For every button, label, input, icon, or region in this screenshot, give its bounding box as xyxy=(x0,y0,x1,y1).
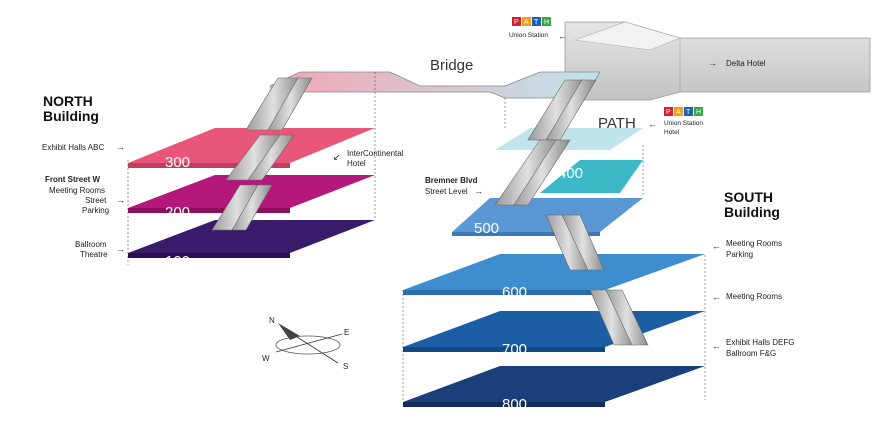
bremner-label: Bremner Blvd xyxy=(425,176,478,185)
arrow-icon: → xyxy=(116,195,125,205)
ballroom-label: Ballroom xyxy=(75,240,107,249)
level-100-number: 100 xyxy=(165,253,190,270)
level-800-floor xyxy=(403,366,705,407)
south-parking-label: Parking xyxy=(726,250,753,259)
front-street-label: Front Street W xyxy=(45,175,101,184)
bridge-label: Bridge xyxy=(430,57,473,74)
path-logo-letter: H xyxy=(696,109,701,116)
delta-tunnel xyxy=(564,21,871,101)
intercontinental-label: InterContinental xyxy=(347,149,404,158)
south-title: SOUTH xyxy=(724,189,773,205)
level-400-floor xyxy=(540,160,643,193)
delta-hotel-label: Delta Hotel xyxy=(726,59,766,68)
path-logo-letter: P xyxy=(514,19,519,26)
arrow-icon: → xyxy=(116,244,125,254)
arrow-icon: ← xyxy=(712,241,721,251)
path-logo-letter: T xyxy=(686,109,691,116)
arrow-icon: → xyxy=(116,142,125,152)
level-300-number: 300 xyxy=(165,154,190,171)
path-logo-letter: H xyxy=(544,19,549,26)
arrow-icon: ← xyxy=(558,31,567,41)
south-meeting-rooms-label: Meeting Rooms xyxy=(726,292,782,301)
north-subtitle: Building xyxy=(43,108,99,124)
bridge xyxy=(269,71,601,102)
path-logo-letter: P xyxy=(666,109,671,116)
path-logo-letter: A xyxy=(676,109,681,116)
path-logo-letter: A xyxy=(524,19,529,26)
path-label: PATH xyxy=(598,115,636,132)
compass-icon: N E S W xyxy=(262,316,349,371)
level-400-number: 400 xyxy=(558,165,583,182)
level-800-number: 800 xyxy=(502,396,527,413)
compass-east: E xyxy=(344,328,349,337)
union-station-top-label: Union Station xyxy=(509,32,548,39)
compass-west: W xyxy=(262,354,270,363)
path-logo-letter: T xyxy=(534,19,539,26)
north-title: NORTH xyxy=(43,93,93,109)
level-500-number: 500 xyxy=(474,220,499,237)
north-meeting-label: Meeting Rooms xyxy=(49,186,105,195)
compass-south: S xyxy=(343,362,348,371)
arrow-icon: → xyxy=(708,58,717,68)
arrow-icon: ← xyxy=(712,292,721,302)
north-parking-label: Parking xyxy=(82,206,109,215)
ballroom-fg-label: Ballroom F&G xyxy=(726,349,776,358)
path-logo-top: P A T H xyxy=(512,17,551,26)
theatre-label: Theatre xyxy=(80,250,108,259)
south-escalators xyxy=(494,79,649,346)
level-700-floor xyxy=(403,311,705,352)
level-100-floor xyxy=(128,220,375,258)
level-200-number: 200 xyxy=(165,204,190,221)
path-logo-right: P A T H xyxy=(664,107,703,116)
south-meeting-label: Meeting Rooms xyxy=(726,239,782,248)
arrow-icon: ← xyxy=(648,119,657,129)
union-station-path-label: Union Station xyxy=(664,120,703,127)
arrow-icon: ↙ xyxy=(333,152,341,162)
compass-north: N xyxy=(269,316,275,325)
north-escalators xyxy=(211,77,313,231)
arrow-icon: ← xyxy=(712,341,721,351)
street-level-label: Street Level xyxy=(425,187,468,196)
level-600-floor xyxy=(403,254,705,295)
arrow-icon: → xyxy=(474,186,483,196)
level-700-number: 700 xyxy=(502,341,527,358)
south-subtitle: Building xyxy=(724,204,780,220)
exhibit-abc-label: Exhibit Halls ABC xyxy=(42,143,104,152)
intercontinental-hotel-label: Hotel xyxy=(347,159,366,168)
exhibit-defg-label: Exhibit Halls DEFG xyxy=(726,338,794,347)
level-600-number: 600 xyxy=(502,284,527,301)
union-station-hotel-label: Hotel xyxy=(664,129,680,136)
north-street-label: Street xyxy=(85,196,107,205)
